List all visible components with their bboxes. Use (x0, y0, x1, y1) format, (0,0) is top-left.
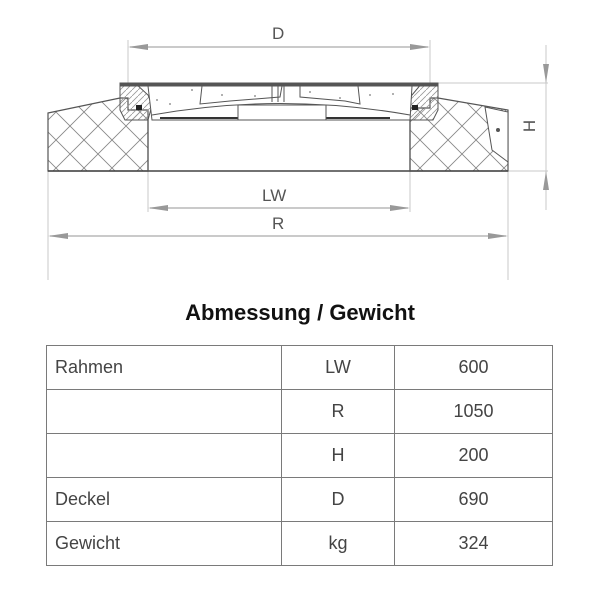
cross-section-svg (47, 40, 549, 280)
dimension-label-d: D (272, 24, 285, 43)
symbol-cell: kg (281, 521, 395, 566)
symbol-cell: H (281, 433, 395, 478)
value-cell: 1050 (394, 389, 553, 434)
table-row: Gewicht kg 324 (46, 521, 553, 566)
cover (119, 82, 439, 121)
part-cell (46, 389, 282, 434)
concrete-speckles (156, 89, 394, 105)
part-cell: Gewicht (46, 521, 282, 566)
symbol-cell: D (281, 477, 395, 522)
value-cell: 200 (394, 433, 553, 478)
dimension-lines (50, 46, 506, 237)
dimension-label-lw: LW (262, 186, 287, 205)
manhole-cross-section-drawing: D LW R H (0, 0, 600, 290)
table-row: Deckel D 690 (46, 477, 553, 522)
part-cell: Deckel (46, 477, 282, 522)
table-title: Abmessung / Gewicht (185, 300, 415, 325)
value-cell: 690 (394, 477, 553, 522)
value-cell: 600 (394, 345, 553, 390)
value-cell: 324 (394, 521, 553, 566)
dimension-label-h: H (520, 119, 540, 133)
dimension-label-r: R (272, 214, 285, 233)
part-cell: Rahmen (46, 345, 282, 390)
dimension-arrows (48, 44, 549, 239)
part-cell (46, 433, 282, 478)
table-row: Rahmen LW 600 (46, 345, 553, 390)
dimensions-weight-table: Rahmen LW 600 R 1050 H 200 Deckel D 690 … (46, 345, 553, 566)
symbol-cell: R (281, 389, 395, 434)
symbol-cell: LW (281, 345, 395, 390)
table-row: R 1050 (46, 389, 553, 434)
table-row: H 200 (46, 433, 553, 478)
